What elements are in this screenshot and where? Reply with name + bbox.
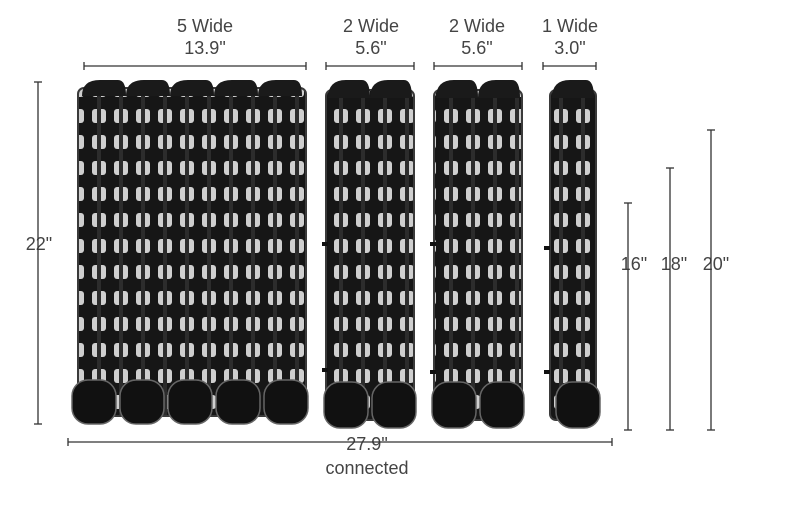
- rack-group-5-wide: [71, 80, 309, 425]
- group-1-count-label: 5 Wide: [176, 16, 234, 36]
- group-1-width-label: 13.9": [184, 38, 226, 58]
- total-width-value: 27.9": [322, 434, 412, 454]
- height-dimension-line: [34, 81, 42, 425]
- total-width-caption: connected: [325, 458, 409, 478]
- group-3-count-label: 2 Wide: [448, 16, 506, 36]
- group-2-count-label: 2 Wide: [342, 16, 400, 36]
- height-option-lines: [624, 129, 715, 431]
- total-width-line: [67, 438, 613, 446]
- height-option-18: 18": [660, 254, 688, 274]
- rack-group-2-wide-a: [322, 80, 417, 429]
- top-dimension-lines: [83, 62, 597, 70]
- group-4-count-label: 1 Wide: [541, 16, 599, 36]
- height-label: 22": [25, 234, 53, 254]
- group-4-width-label: 3.0": [554, 38, 586, 58]
- height-option-20: 20": [702, 254, 730, 274]
- rack-group-1-wide: [544, 80, 601, 429]
- group-2-width-label: 5.6": [355, 38, 387, 58]
- group-3-width-label: 5.6": [461, 38, 493, 58]
- rack-group-2-wide-b: [430, 80, 525, 429]
